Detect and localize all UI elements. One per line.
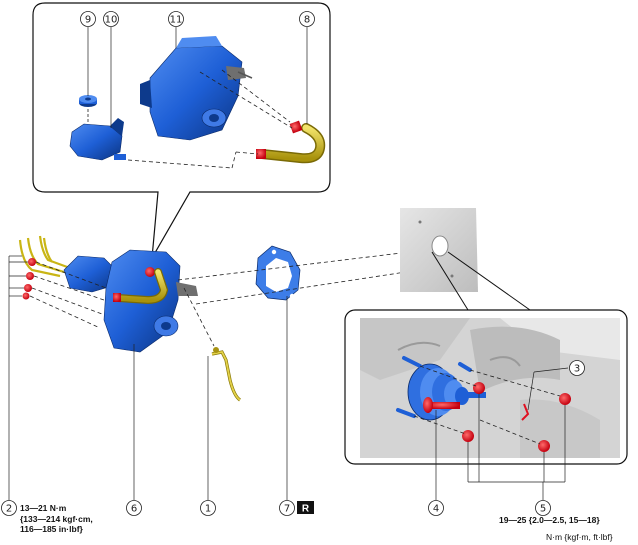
svg-text:1: 1	[205, 504, 211, 515]
top-callout-leaders	[87, 27, 308, 128]
svg-text:6: 6	[131, 504, 137, 515]
zoom-lines	[431, 251, 531, 311]
main-hose	[113, 268, 169, 305]
svg-text:5: 5	[540, 504, 546, 515]
svg-text:10: 10	[105, 15, 118, 26]
firewall-panel	[400, 208, 478, 292]
clip-3	[521, 403, 530, 421]
callout-5: 5	[535, 500, 551, 516]
callout-8: 8	[299, 11, 315, 27]
svg-text:7: 7	[284, 504, 290, 515]
torque-left-line3: 116—185 in·lbf}	[20, 524, 83, 534]
callout-9: 9	[80, 11, 96, 27]
main-guide-lines	[29, 249, 433, 347]
callout-3: 3	[569, 360, 585, 376]
torque-left-line2: {133—214 kgf·cm,	[20, 513, 93, 524]
callout-1: 1	[200, 500, 216, 516]
studs	[396, 356, 472, 418]
replace-badge: R	[297, 501, 314, 515]
clevis-pin	[211, 347, 241, 402]
svg-text:2: 2	[6, 504, 12, 515]
callout-11: 11	[168, 11, 184, 27]
detail-nuts	[462, 382, 571, 452]
torque-spec-left: 13—21 N·m {133—214 kgf·cm, 116—185 in·lb…	[20, 503, 93, 535]
gasket	[255, 245, 301, 301]
svg-text:9: 9	[85, 15, 91, 26]
svg-text:4: 4	[433, 504, 439, 515]
bottom-callout-leaders	[8, 255, 437, 500]
torque-spec-right: 19—25 {2.0—2.5, 15—18}	[499, 515, 600, 525]
master-cylinder-nuts	[22, 258, 36, 300]
detail-guide-lines	[413, 365, 561, 445]
bottom-detail-box	[344, 309, 628, 465]
callout-3-leader	[527, 367, 569, 411]
svg-text:8: 8	[304, 15, 310, 26]
clutch-pipe-lines	[18, 235, 71, 278]
torque-left-line1: 13—21 N·m	[20, 503, 67, 513]
callout-7: 7	[279, 500, 295, 516]
unit-note: N·m {kgf·m, ft·lbf}	[546, 532, 613, 542]
svg-text:R: R	[302, 504, 310, 515]
clutch-hose	[256, 120, 326, 164]
callout-5-bracket	[467, 394, 566, 500]
reservoir-cap	[79, 95, 97, 107]
svg-text:3: 3	[574, 364, 580, 375]
callout-10: 10	[103, 11, 119, 27]
callout-4: 4	[428, 500, 444, 516]
callout-2: 2	[1, 500, 17, 516]
top-box-guide-lines	[127, 69, 293, 169]
svg-text:11: 11	[170, 15, 183, 26]
clevis-pin-red	[423, 397, 460, 413]
clutch-master-cylinder	[140, 36, 253, 141]
brake-fluid-reservoir	[69, 118, 126, 161]
callout-6: 6	[126, 500, 142, 516]
